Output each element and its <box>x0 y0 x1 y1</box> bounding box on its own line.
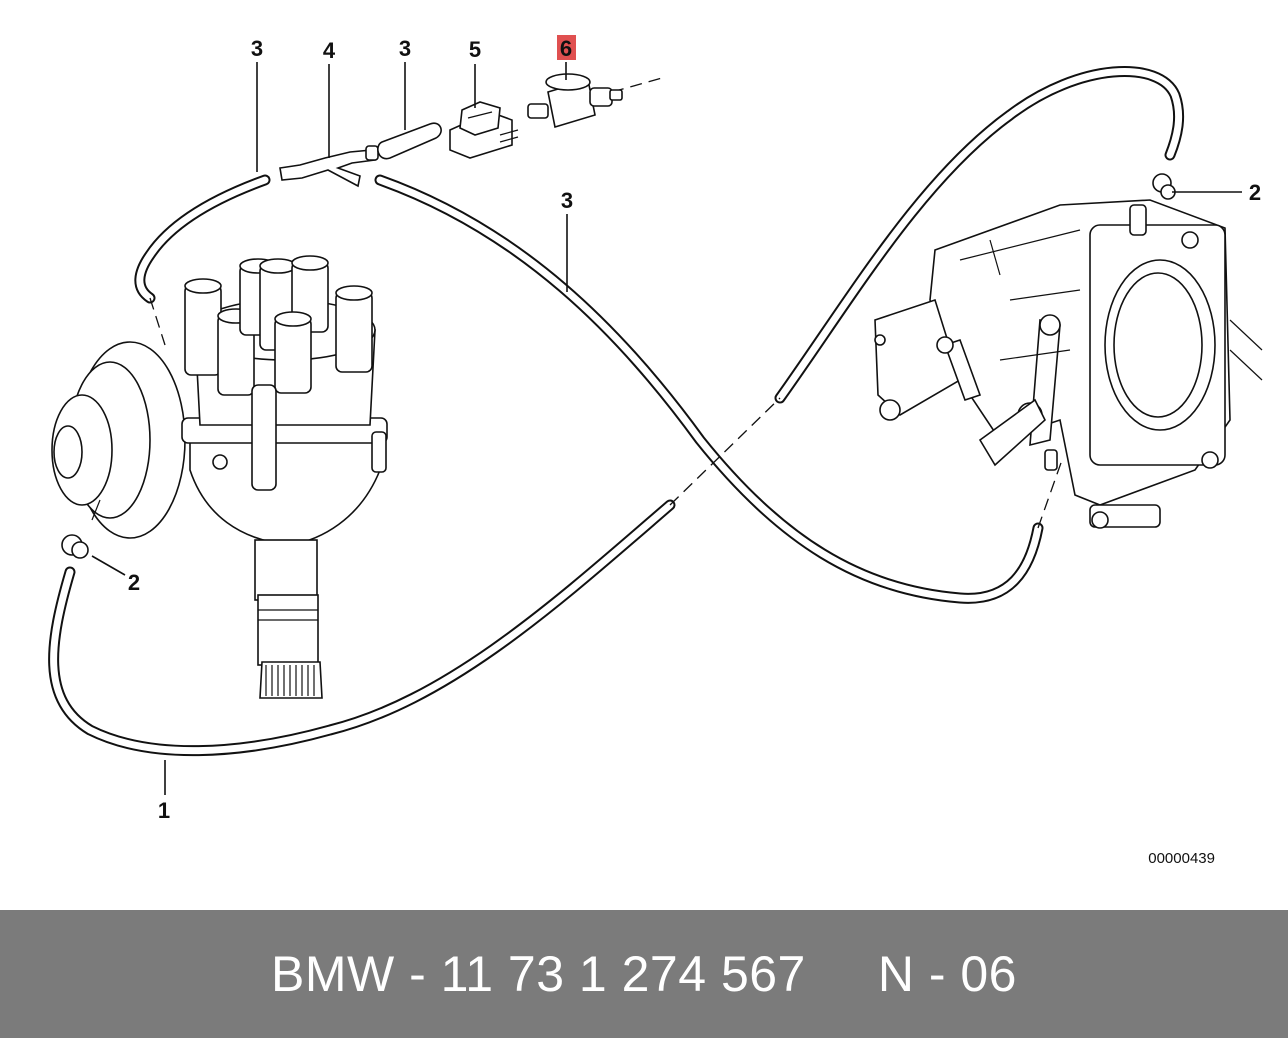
callout-1: 1 <box>158 798 170 823</box>
callout-3-center: 3 <box>561 188 573 213</box>
hose-3-left <box>134 174 271 304</box>
dash-line-throttle <box>1037 459 1063 529</box>
ignition-distributor <box>51 255 388 699</box>
dash-line-distributor <box>149 297 166 346</box>
hose-clamp-left <box>61 534 89 559</box>
callout-2-right: 2 <box>1249 180 1261 205</box>
parts-diagram: .hose-o { fill: none; stroke: #111; stro… <box>48 35 1263 867</box>
callout-4: 4 <box>323 38 336 63</box>
check-valve <box>527 73 623 129</box>
callout-2-left: 2 <box>128 570 140 595</box>
callout-3-top-left: 3 <box>251 36 263 61</box>
hose-3-right <box>374 174 1044 604</box>
part-number-caption: BMW - 11 73 1 274 567 N - 06 <box>271 946 1017 1002</box>
callout-5: 5 <box>469 37 481 62</box>
image-code: 00000439 <box>1148 850 1215 867</box>
hose-3-upper <box>774 66 1185 404</box>
callout-6-highlight <box>557 35 576 60</box>
diagram-canvas: .hose-o { fill: none; stroke: #111; stro… <box>48 35 1263 867</box>
callout-6: 6 <box>560 36 572 61</box>
hose-clamp-right <box>1152 173 1176 200</box>
footer-bar: BMW - 11 73 1 274 567 N - 06 <box>0 910 1288 1038</box>
hose-1 <box>48 499 676 757</box>
valve-holder <box>449 101 519 159</box>
callout-3-top-right: 3 <box>399 36 411 61</box>
hose-piece-top <box>377 122 442 160</box>
dash-line-center <box>669 397 781 506</box>
leader-lines <box>91 62 1242 795</box>
throttle-body <box>874 199 1263 529</box>
